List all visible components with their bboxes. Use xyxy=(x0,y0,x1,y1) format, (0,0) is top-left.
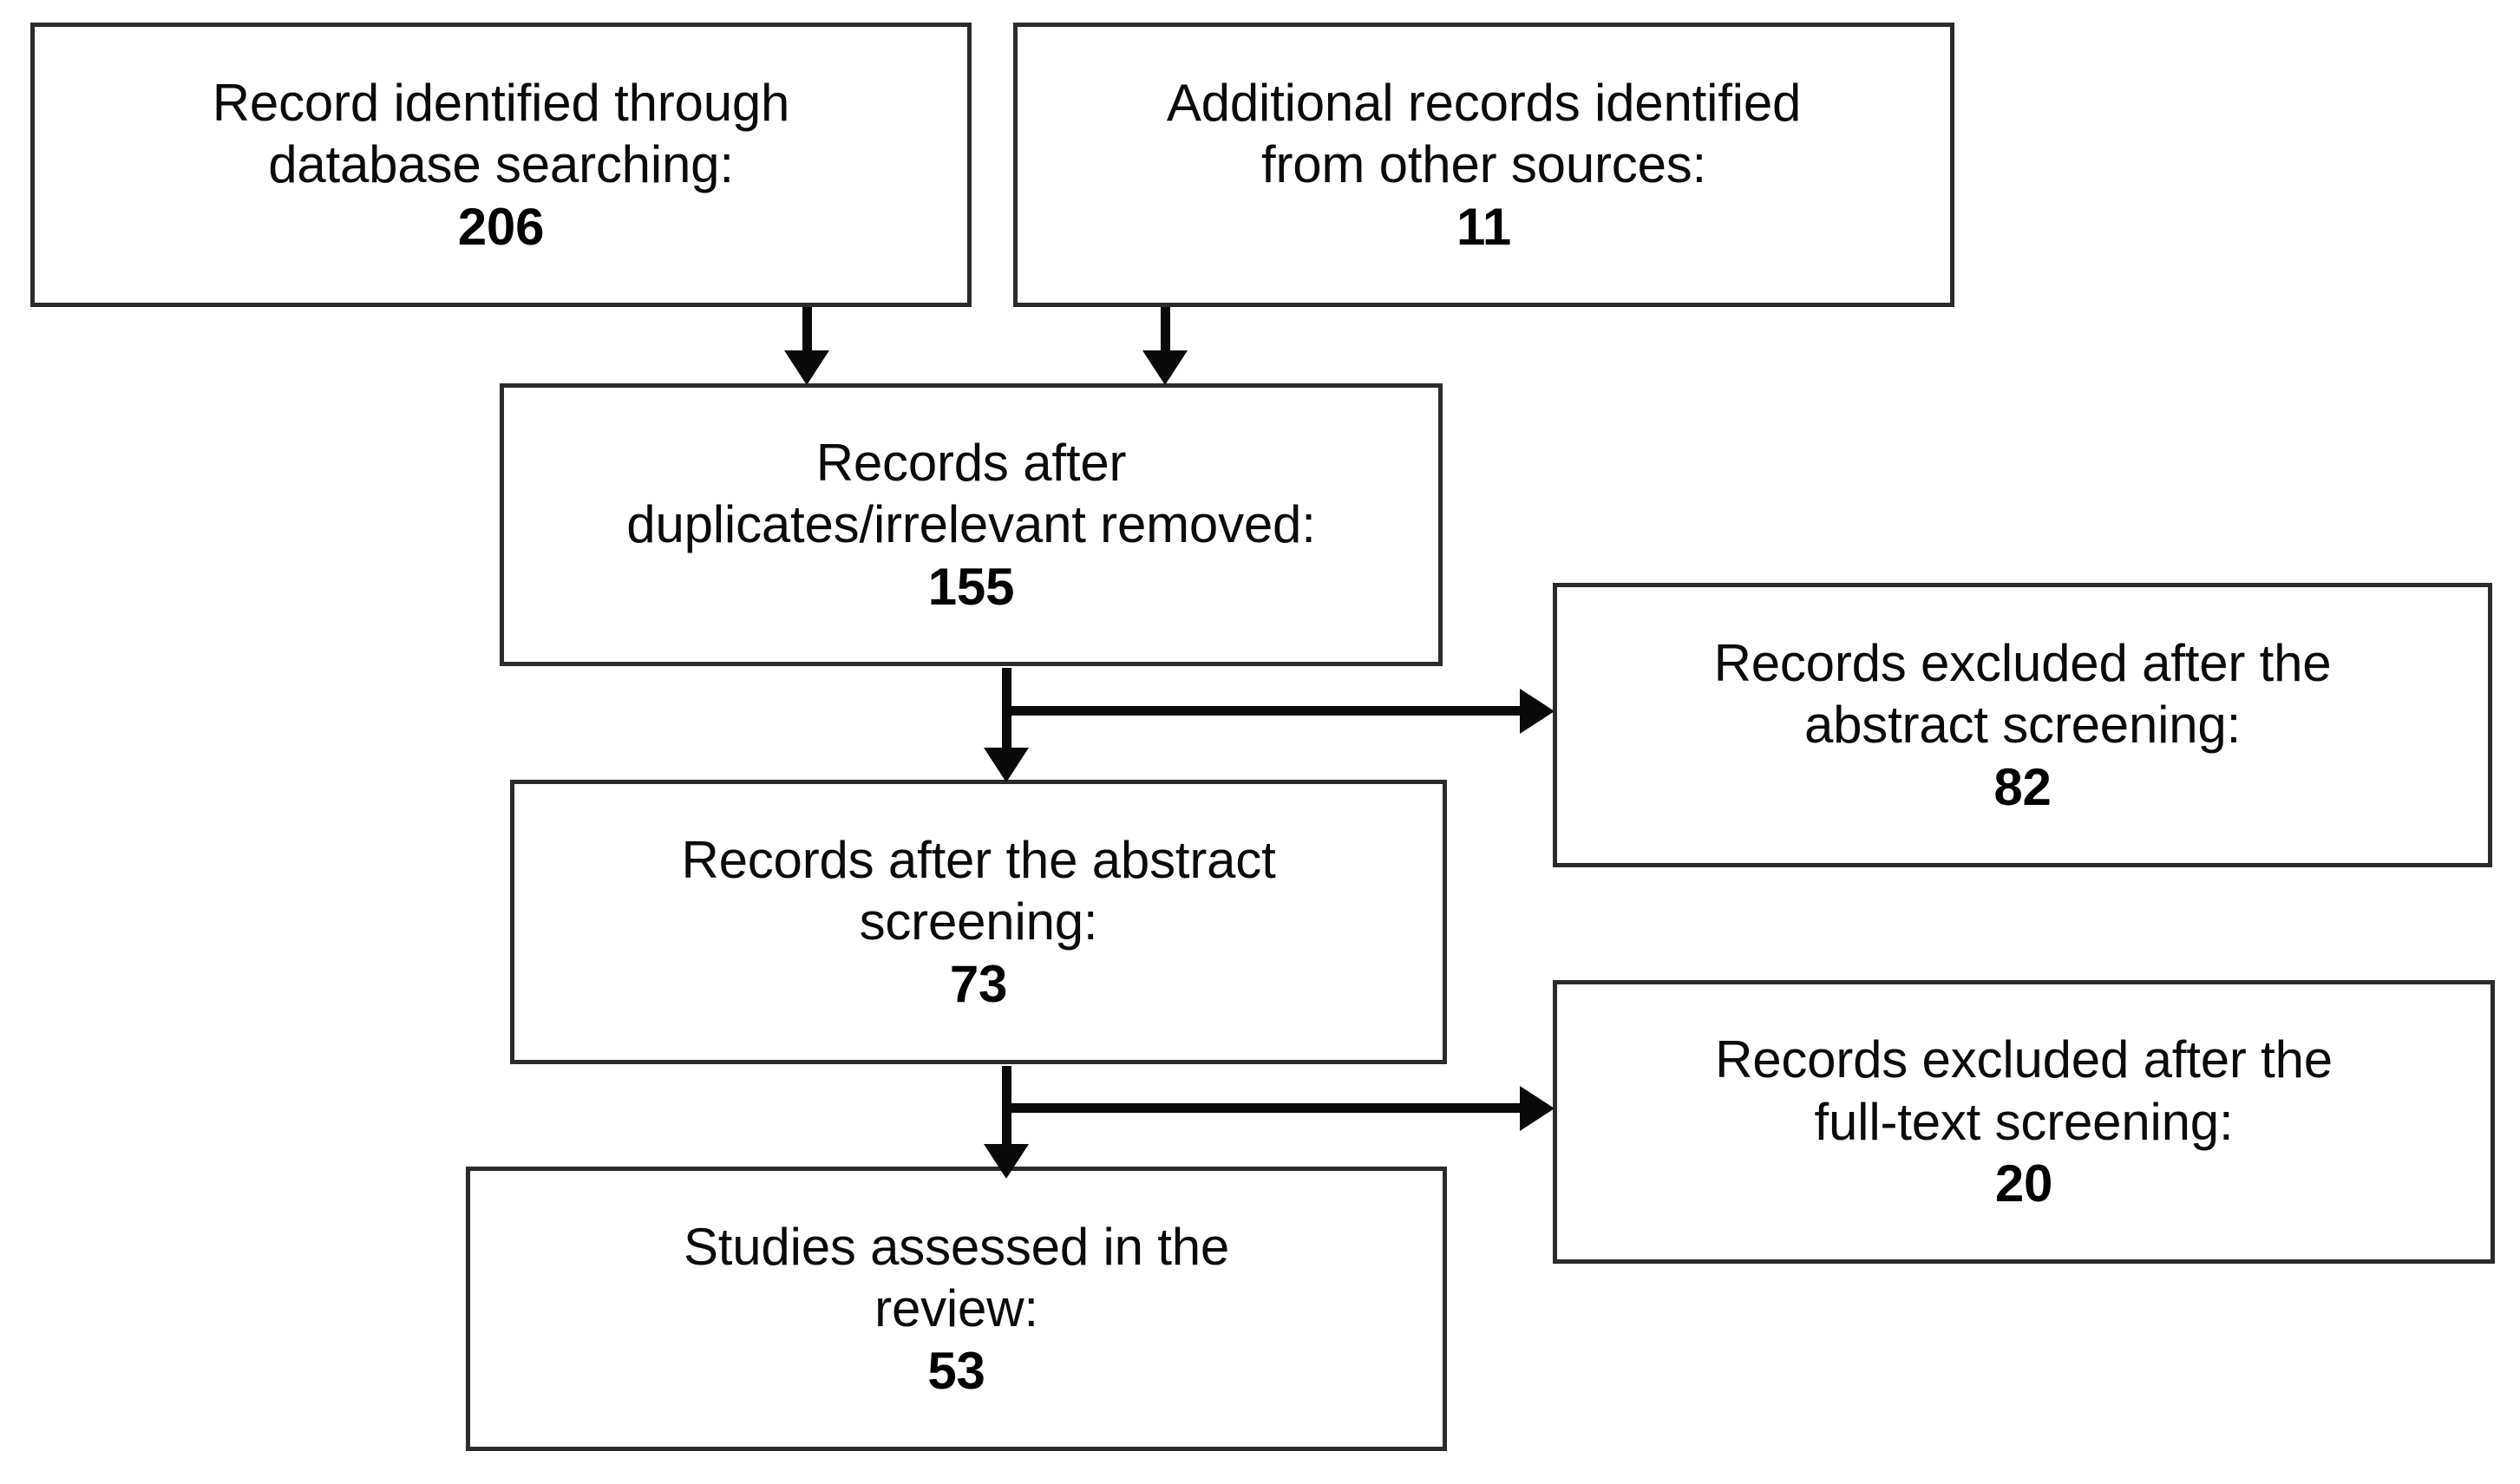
arrow-down-icon xyxy=(784,350,829,385)
arrow-down-icon xyxy=(1142,350,1188,385)
node-label: Records excluded after the full-text scr… xyxy=(1715,1030,2333,1151)
node-count: 73 xyxy=(949,954,1008,1013)
node-label: Record identified through database searc… xyxy=(212,73,790,194)
arrow-down-icon xyxy=(984,1144,1029,1179)
connector-line-horizontal xyxy=(1002,706,1522,716)
node-record-identified-through-database-searching: Record identified through database searc… xyxy=(30,23,972,307)
node-records-excluded-after-full-text-screening: Records excluded after the full-text scr… xyxy=(1553,980,2495,1264)
node-label: Additional records identified from other… xyxy=(1166,73,1802,194)
node-records-after-duplicates-removed: Records after duplicates/irrelevant remo… xyxy=(500,383,1443,666)
arrow-down-icon xyxy=(984,748,1029,782)
node-label: Records after the abstract screening: xyxy=(681,830,1276,951)
connector-line xyxy=(802,307,812,357)
connector-line xyxy=(1161,307,1170,357)
connector-line-horizontal xyxy=(1002,1103,1522,1113)
node-additional-records-from-other-sources: Additional records identified from other… xyxy=(1013,23,1954,307)
node-studies-assessed-in-the-review: Studies assessed in the review: 53 xyxy=(466,1167,1447,1451)
node-label: Records after duplicates/irrelevant remo… xyxy=(626,433,1316,554)
node-count: 206 xyxy=(457,197,545,256)
arrow-right-icon xyxy=(1520,689,1555,734)
node-count: 20 xyxy=(1994,1154,2053,1213)
node-count: 53 xyxy=(927,1341,985,1400)
node-label: Studies assessed in the review: xyxy=(683,1217,1230,1338)
node-label: Records excluded after the abstract scre… xyxy=(1713,633,2332,755)
arrow-right-icon xyxy=(1520,1086,1555,1131)
node-records-after-abstract-screening: Records after the abstract screening: 73 xyxy=(510,780,1447,1064)
node-count: 155 xyxy=(927,557,1015,616)
node-count: 11 xyxy=(1456,197,1512,256)
node-records-excluded-after-abstract-screening: Records excluded after the abstract scre… xyxy=(1553,583,2492,867)
node-count: 82 xyxy=(1993,757,2052,816)
